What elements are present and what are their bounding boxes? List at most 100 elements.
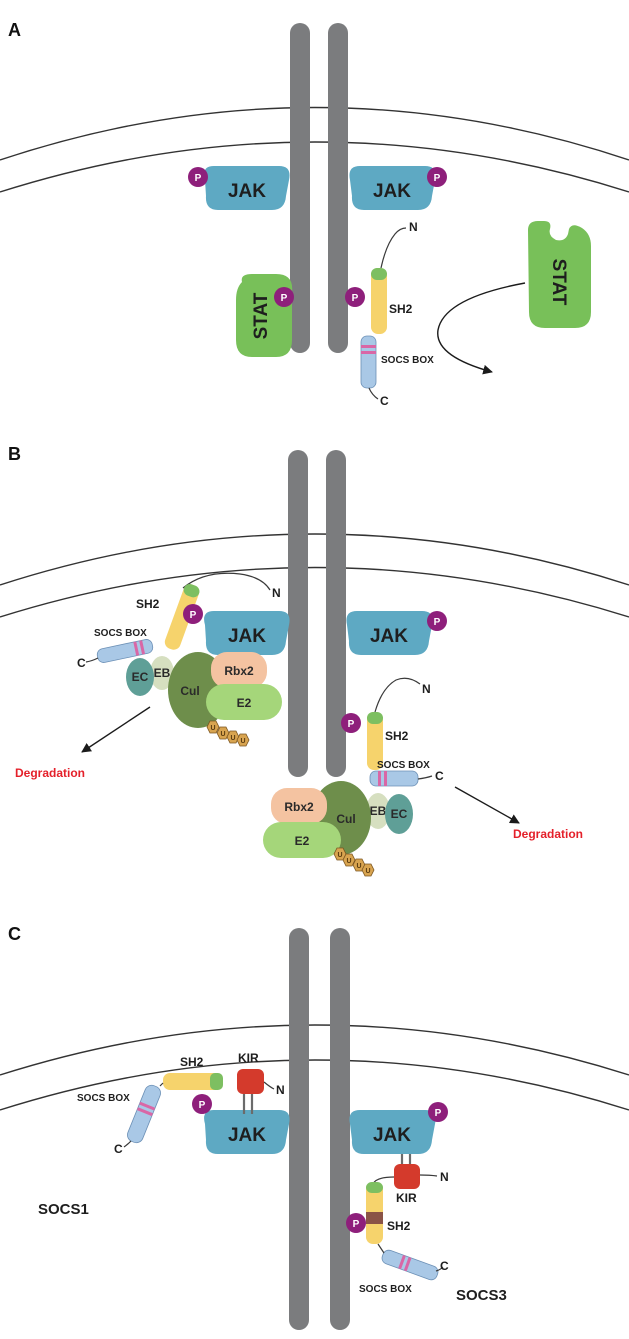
socs1-label: SOCS1 — [38, 1201, 89, 1218]
ubiquitin-chain: U U U U — [206, 720, 250, 747]
socs-protein-a: N SH2 SOCS BOX C — [360, 220, 434, 408]
socs-box-stripe-2 — [361, 351, 376, 354]
svg-text:U: U — [356, 863, 361, 870]
socs-box-stripe-1 — [378, 771, 381, 786]
socs-c-terminal-tail — [417, 775, 433, 780]
socs3-label: SOCS3 — [456, 1287, 507, 1304]
sh2-label: SH2 — [389, 302, 413, 316]
phosphate-jak-right: P — [427, 611, 447, 631]
stat-free: STAT — [528, 221, 591, 328]
jak-right: JAK — [346, 611, 433, 655]
n-terminus-label: N — [272, 586, 281, 600]
e2-enzyme — [206, 684, 282, 720]
sh2-domain — [163, 1073, 223, 1090]
sh2-label: SH2 — [180, 1055, 204, 1069]
socs-box-domain — [127, 1084, 161, 1144]
socs1-protein: SH2 KIR N SOCS BOX C — [77, 1051, 285, 1156]
degradation-arrow-left — [81, 706, 151, 753]
e2-enzyme — [263, 822, 341, 858]
receptor-chain-left — [290, 23, 310, 353]
stat-bound-label: STAT — [251, 292, 272, 339]
svg-text:EB: EB — [154, 666, 171, 680]
socs-c-terminal-tail — [435, 1266, 444, 1272]
jak-right: JAK — [349, 166, 436, 210]
cell-membrane-inner — [0, 566, 629, 618]
elongin-c — [126, 658, 154, 696]
svg-text:U: U — [230, 735, 235, 742]
phosphate-jak-left: P — [192, 1094, 212, 1114]
svg-text:EC: EC — [391, 807, 408, 821]
kir-label: KIR — [238, 1051, 259, 1065]
kir-label: KIR — [396, 1191, 417, 1205]
receptor-chain-right — [330, 928, 350, 1330]
stat-free-label: STAT — [548, 259, 569, 306]
cell-membrane-outer — [0, 533, 629, 586]
svg-text:Cul: Cul — [180, 684, 199, 698]
phosphate-jak-right: P — [427, 167, 447, 187]
kir-domain — [237, 1069, 264, 1094]
socs-n-term-region — [210, 1073, 223, 1090]
socs3-protein: KIR N SH2 SOCS BOX C — [359, 1154, 449, 1295]
n-terminus-label: N — [409, 220, 418, 234]
rbx2 — [271, 788, 327, 824]
panel-a: A JAK P JAK P STAT P — [0, 20, 629, 408]
svg-text:Cul: Cul — [336, 812, 355, 826]
socs-box-stripe-2 — [384, 771, 387, 786]
phosphate-jak-left: P — [188, 167, 208, 187]
svg-text:EC: EC — [132, 670, 149, 684]
panel-b-label: B — [8, 444, 21, 464]
socs-box-domain — [360, 335, 377, 389]
svg-text:P: P — [352, 293, 359, 304]
cell-membrane-inner — [0, 1059, 629, 1111]
socs-n-terminal-tail — [419, 1174, 438, 1177]
socs3-esh2-region — [366, 1212, 383, 1224]
svg-text:P: P — [281, 293, 288, 304]
svg-text:P: P — [190, 610, 197, 621]
svg-text:P: P — [195, 173, 202, 184]
jak-right-label: JAK — [373, 181, 411, 202]
c-terminus-label: C — [435, 769, 444, 783]
svg-text:U: U — [210, 725, 215, 732]
n-terminus-label: N — [276, 1083, 285, 1097]
receptor-chain-right — [326, 450, 346, 777]
receptor-chain-left — [289, 928, 309, 1330]
jak-left-label: JAK — [228, 181, 266, 202]
socs-protein-left: N SH2 SOCS BOX C — [77, 572, 281, 670]
ubiquitin-chain: U U U U — [333, 847, 375, 877]
socs-n-terminal-tail — [374, 677, 421, 713]
c-terminus-label: C — [380, 394, 389, 408]
svg-text:P: P — [434, 173, 441, 184]
jak-left: JAK — [204, 611, 290, 655]
elongin-b — [366, 793, 390, 829]
socs-c-terminal-tail — [123, 1140, 132, 1148]
sh2-domain — [371, 268, 387, 334]
socs-n-term-region — [371, 268, 387, 280]
socs-box-label: SOCS BOX — [77, 1093, 130, 1104]
sh2-label: SH2 — [136, 597, 160, 611]
socs-n-term-region — [367, 712, 383, 724]
stat-release-arrow — [437, 282, 526, 375]
svg-text:U: U — [220, 731, 225, 738]
sh2-domain — [367, 712, 383, 770]
c-terminus-label: C — [77, 656, 86, 670]
degradation-label-left: Degradation — [15, 766, 85, 780]
svg-text:E2: E2 — [237, 696, 252, 710]
socs-n-terminal-tail — [263, 1081, 275, 1090]
jak-left-label: JAK — [228, 1125, 266, 1146]
c-terminus-label: C — [440, 1259, 449, 1273]
socs-n-terminal-tail — [380, 227, 407, 269]
e3-complex-left: EB EC Cul Rbx2 E2 U U U U — [126, 652, 282, 747]
svg-text:P: P — [199, 1100, 206, 1111]
panel-c: C JAK P JAK P SH2 — [0, 924, 629, 1330]
svg-text:U: U — [337, 852, 342, 859]
socs-c-terminal-tail — [368, 387, 379, 400]
phosphate-jak-right: P — [428, 1102, 448, 1122]
kir-domain — [394, 1164, 420, 1189]
n-terminus-label: N — [422, 682, 431, 696]
phosphate-receptor-right: P — [345, 287, 365, 307]
cell-membrane-outer — [0, 106, 629, 161]
phosphate-socs3: P — [346, 1213, 366, 1233]
sh2-label: SH2 — [387, 1219, 411, 1233]
rbx2 — [211, 652, 267, 688]
